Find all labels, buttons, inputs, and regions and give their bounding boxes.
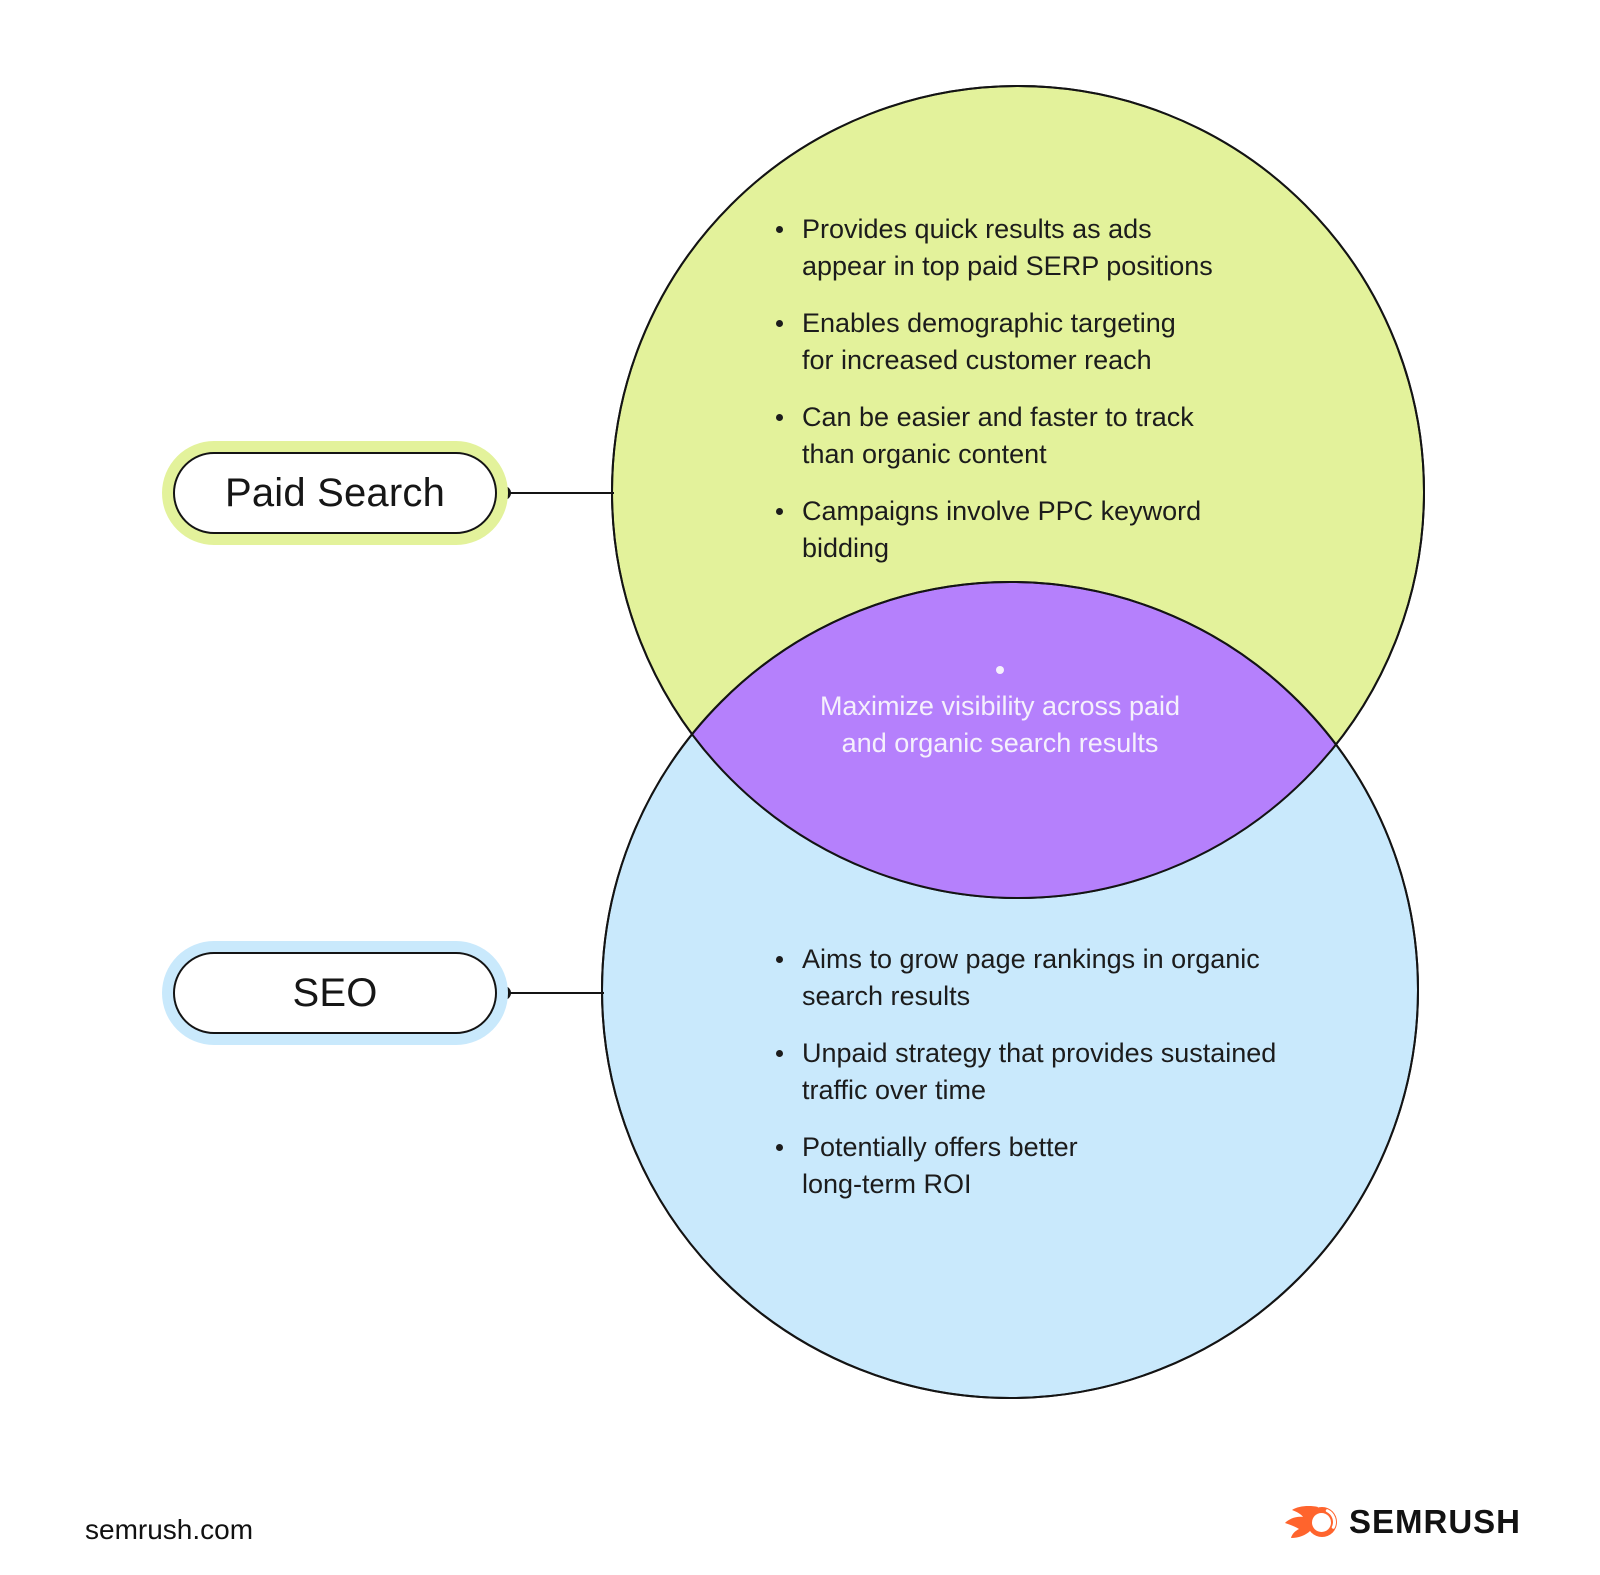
semrush-flame-icon (1285, 1506, 1337, 1538)
seo-label-pill: SEO (162, 941, 508, 1045)
semrush-logo: SEMRUSH (1284, 1500, 1521, 1544)
overlap-text: Maximize visibility across paid and orga… (819, 691, 1181, 758)
flame-icon-highlight-arc (1325, 1509, 1336, 1529)
bullet-point: Aims to grow page rankings in organic se… (770, 941, 1276, 1015)
bullet-point: Unpaid strategy that provides sustained … (770, 1035, 1276, 1109)
website-url: semrush.com (85, 1514, 254, 1545)
seo-points-list: Aims to grow page rankings in organic se… (770, 941, 1276, 1203)
bullet-point: Enables demographic targeting for increa… (770, 305, 1213, 379)
bullet-point: Can be easier and faster to track than o… (770, 399, 1213, 473)
bullet-point: Potentially offers better long-term ROI (770, 1129, 1276, 1203)
overlap-note: Maximize visibility across paid and orga… (700, 666, 1300, 762)
paid-search-points-list: Provides quick results as ads appear in … (770, 211, 1213, 567)
brand-wordmark: SEMRUSH (1349, 1503, 1522, 1540)
bullet-point: Campaigns involve PPC keyword bidding (770, 493, 1213, 567)
paid-search-label: Paid Search (173, 452, 497, 534)
paid-search-label-pill: Paid Search (162, 441, 508, 545)
seo-label: SEO (173, 952, 497, 1034)
flame-icon-highlight-circle (1312, 1513, 1331, 1532)
bullet-point: Provides quick results as ads appear in … (770, 211, 1213, 285)
overlap-bullet-dot (996, 666, 1004, 674)
seo-circle-outline (601, 581, 1419, 1399)
